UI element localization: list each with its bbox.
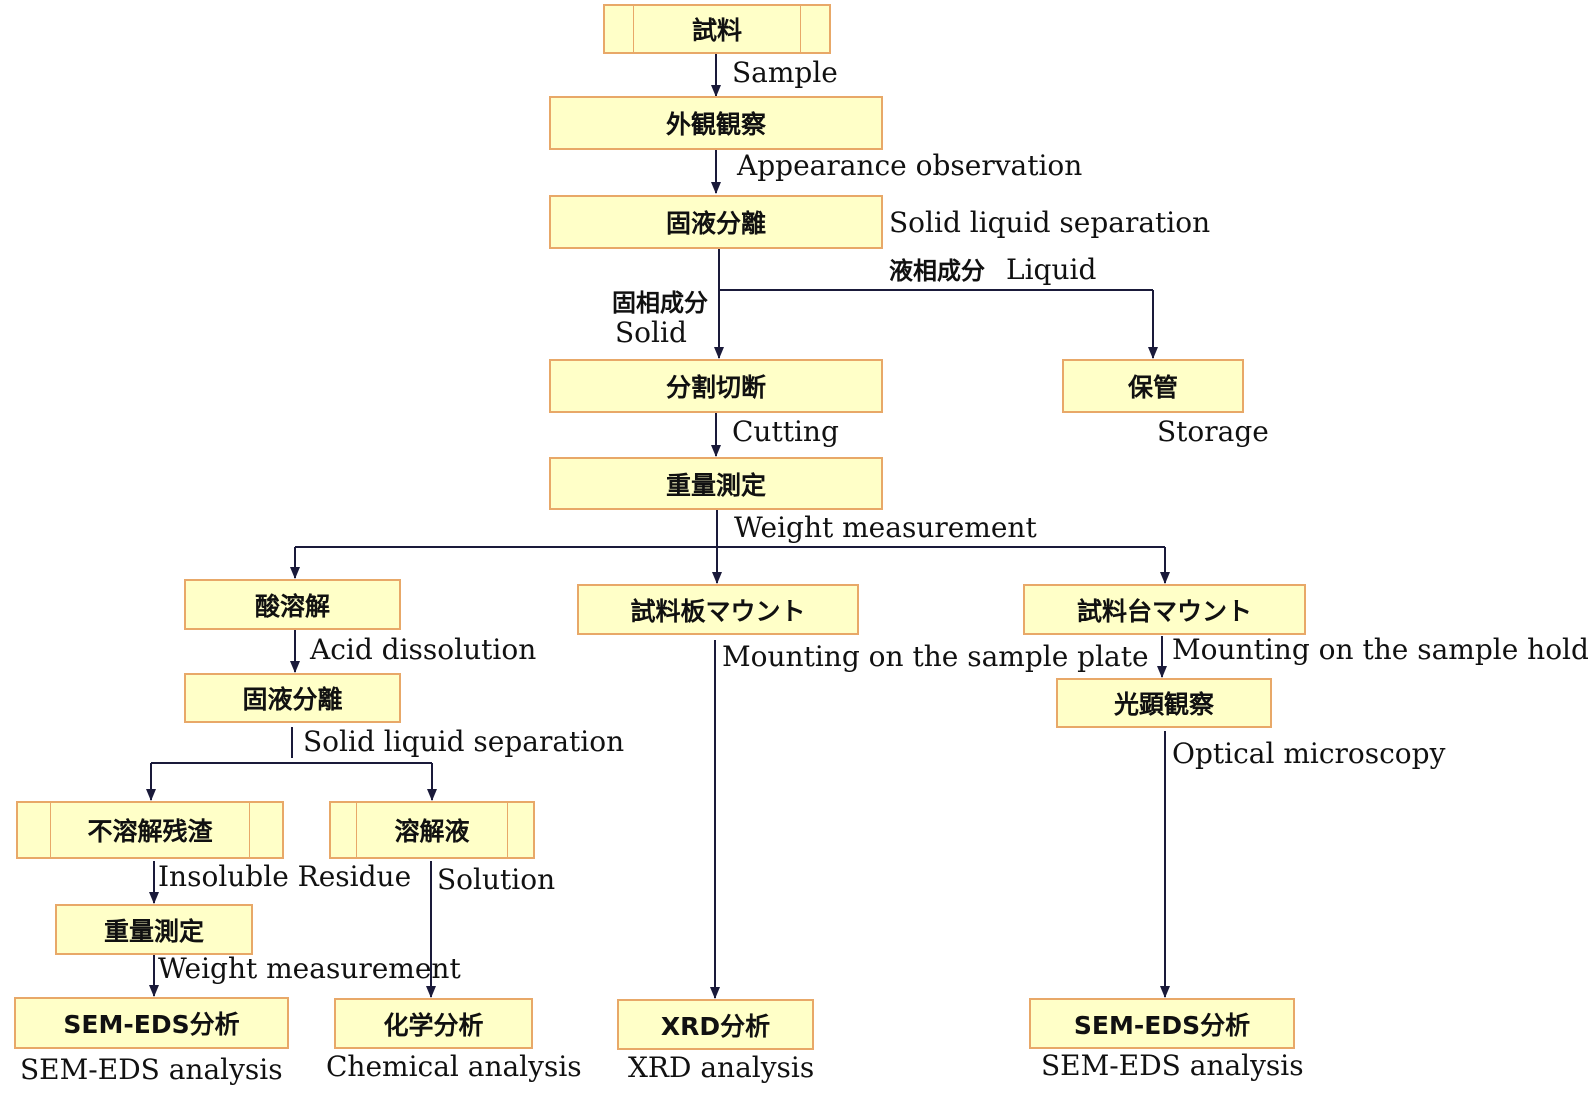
- caption-separation-1: Solid liquid separation: [889, 206, 1211, 239]
- node-residue: 不溶解残渣: [16, 801, 284, 859]
- node-separation-2: 固液分離: [184, 673, 401, 723]
- caption-weight-1: Weight measurement: [734, 511, 1037, 544]
- caption-liquid-jp: 液相成分: [889, 257, 985, 285]
- caption-sample: Sample: [732, 56, 838, 89]
- caption-optical: Optical microscopy: [1172, 737, 1446, 770]
- node-optical: 光顕観察: [1056, 678, 1272, 728]
- caption-sem-eds-1: SEM-EDS analysis: [20, 1053, 283, 1086]
- node-separation-1: 固液分離: [549, 195, 883, 249]
- caption-cutting: Cutting: [732, 415, 839, 448]
- node-cutting: 分割切断: [549, 359, 883, 413]
- node-storage: 保管: [1062, 359, 1244, 413]
- caption-separation-2: Solid liquid separation: [303, 725, 625, 758]
- node-acid-dissolution: 酸溶解: [184, 579, 401, 630]
- node-sample: 試料: [603, 4, 831, 54]
- caption-sem-eds-2: SEM-EDS analysis: [1041, 1049, 1304, 1082]
- node-xrd: XRD分析: [617, 999, 814, 1050]
- node-weight-1: 重量測定: [549, 457, 883, 510]
- caption-appearance: Appearance observation: [737, 149, 1083, 182]
- node-sem-eds-1: SEM-EDS分析: [14, 997, 289, 1049]
- node-holder-mount: 試料台マウント: [1023, 584, 1306, 635]
- node-appearance: 外観観察: [549, 96, 883, 150]
- caption-plate-mount: Mounting on the sample plate: [722, 640, 1149, 673]
- caption-residue: Insoluble Residue: [158, 860, 412, 893]
- caption-solid-jp: 固相成分: [612, 289, 708, 317]
- caption-holder-mount: Mounting on the sample holder: [1172, 633, 1588, 666]
- caption-xrd: XRD analysis: [628, 1051, 815, 1084]
- caption-liquid-en: Liquid: [1006, 253, 1097, 286]
- node-weight-2: 重量測定: [55, 904, 253, 955]
- node-chemical: 化学分析: [334, 998, 533, 1049]
- node-sem-eds-2: SEM-EDS分析: [1029, 998, 1295, 1049]
- node-solution: 溶解液: [329, 801, 535, 859]
- caption-chemical: Chemical analysis: [326, 1050, 582, 1083]
- caption-acid: Acid dissolution: [310, 633, 537, 666]
- caption-storage: Storage: [1157, 415, 1269, 448]
- caption-weight-2: Weight measurement: [158, 952, 461, 985]
- caption-solution: Solution: [437, 863, 556, 896]
- node-plate-mount: 試料板マウント: [577, 584, 859, 635]
- caption-solid-en: Solid: [615, 316, 687, 349]
